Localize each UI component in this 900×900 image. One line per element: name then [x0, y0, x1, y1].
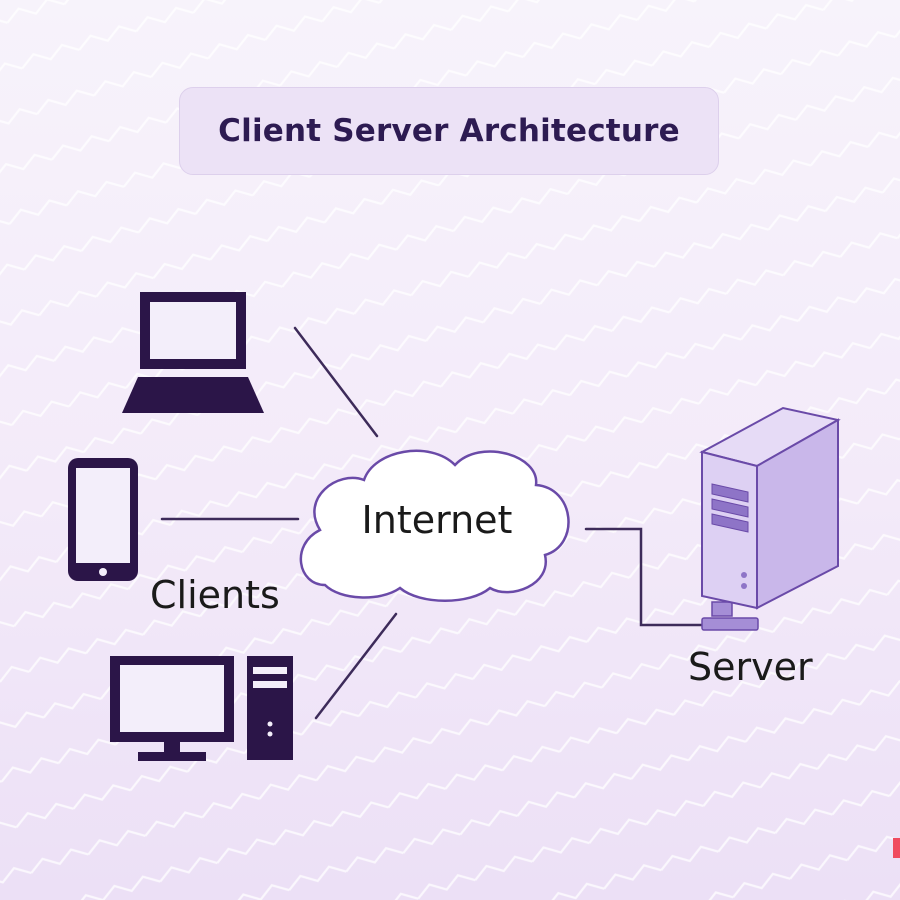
title-banner: Client Server Architecture — [179, 87, 719, 175]
link-internet-server — [584, 527, 704, 627]
clients-label: Clients — [150, 573, 280, 617]
connection-lines — [160, 326, 704, 720]
link-desktop-internet — [314, 612, 398, 720]
diagram-title: Client Server Architecture — [218, 113, 680, 149]
smartphone-icon — [68, 458, 138, 581]
internet-label: Internet — [362, 498, 513, 542]
cloud-icon — [299, 449, 570, 602]
laptop-icon — [122, 292, 264, 413]
server-label: Server — [688, 645, 813, 689]
link-laptop-internet — [293, 326, 379, 438]
server-tower-icon — [699, 406, 841, 631]
corner-marker — [893, 838, 900, 858]
desktop-computer-icon — [110, 656, 293, 761]
